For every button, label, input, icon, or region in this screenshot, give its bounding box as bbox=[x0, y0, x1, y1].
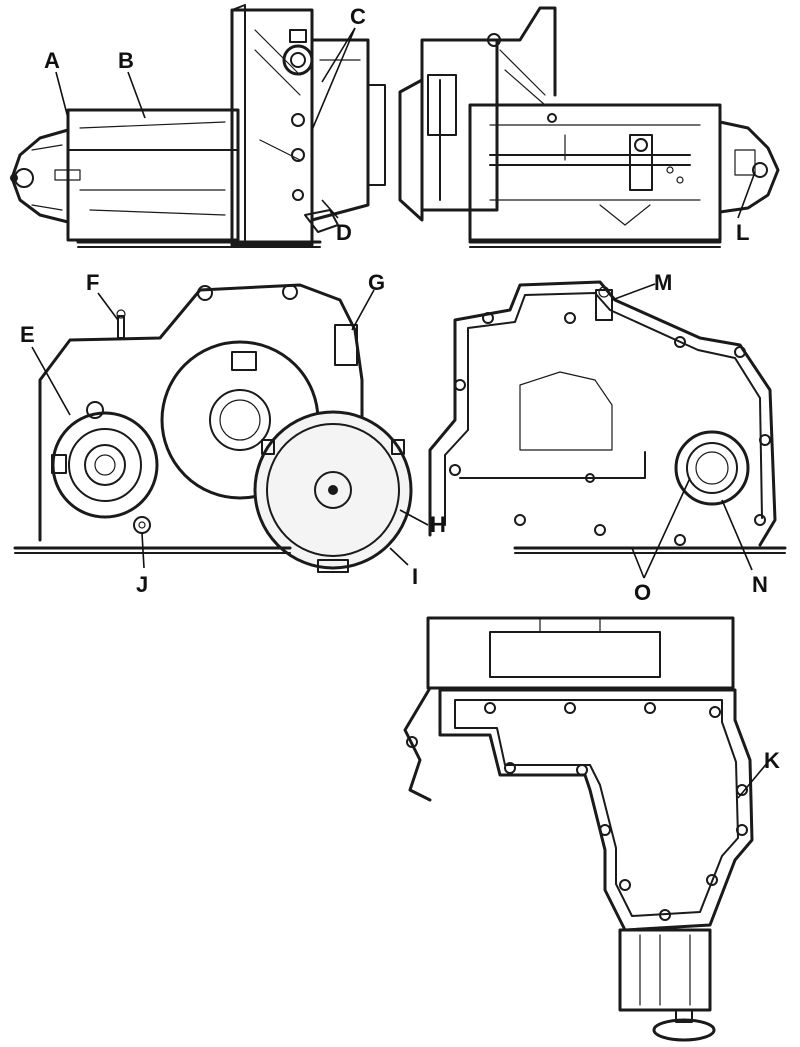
callout-O: O bbox=[634, 580, 651, 605]
view-side-right bbox=[398, 6, 780, 248]
view-rear-gasket bbox=[428, 280, 787, 554]
callout-H: H bbox=[430, 512, 446, 537]
leader-lines bbox=[31, 27, 769, 799]
callout-M: M bbox=[654, 270, 672, 295]
callout-G: G bbox=[368, 270, 385, 295]
callout-A: A bbox=[44, 48, 60, 73]
callout-C: C bbox=[350, 4, 366, 29]
callout-F: F bbox=[86, 270, 99, 295]
callout-N: N bbox=[752, 572, 768, 597]
callout-J: J bbox=[136, 572, 148, 597]
view-bottom-pan bbox=[403, 616, 754, 1042]
callout-K: K bbox=[764, 748, 780, 773]
callout-B: B bbox=[118, 48, 134, 73]
view-front-converter bbox=[13, 283, 413, 573]
callout-D: D bbox=[336, 220, 352, 245]
callout-labels: A B C D L E F G H I J M N O K bbox=[20, 4, 780, 773]
view-side-left bbox=[10, 4, 386, 248]
callout-I: I bbox=[412, 564, 418, 589]
callout-E: E bbox=[20, 322, 35, 347]
callout-L: L bbox=[736, 220, 749, 245]
